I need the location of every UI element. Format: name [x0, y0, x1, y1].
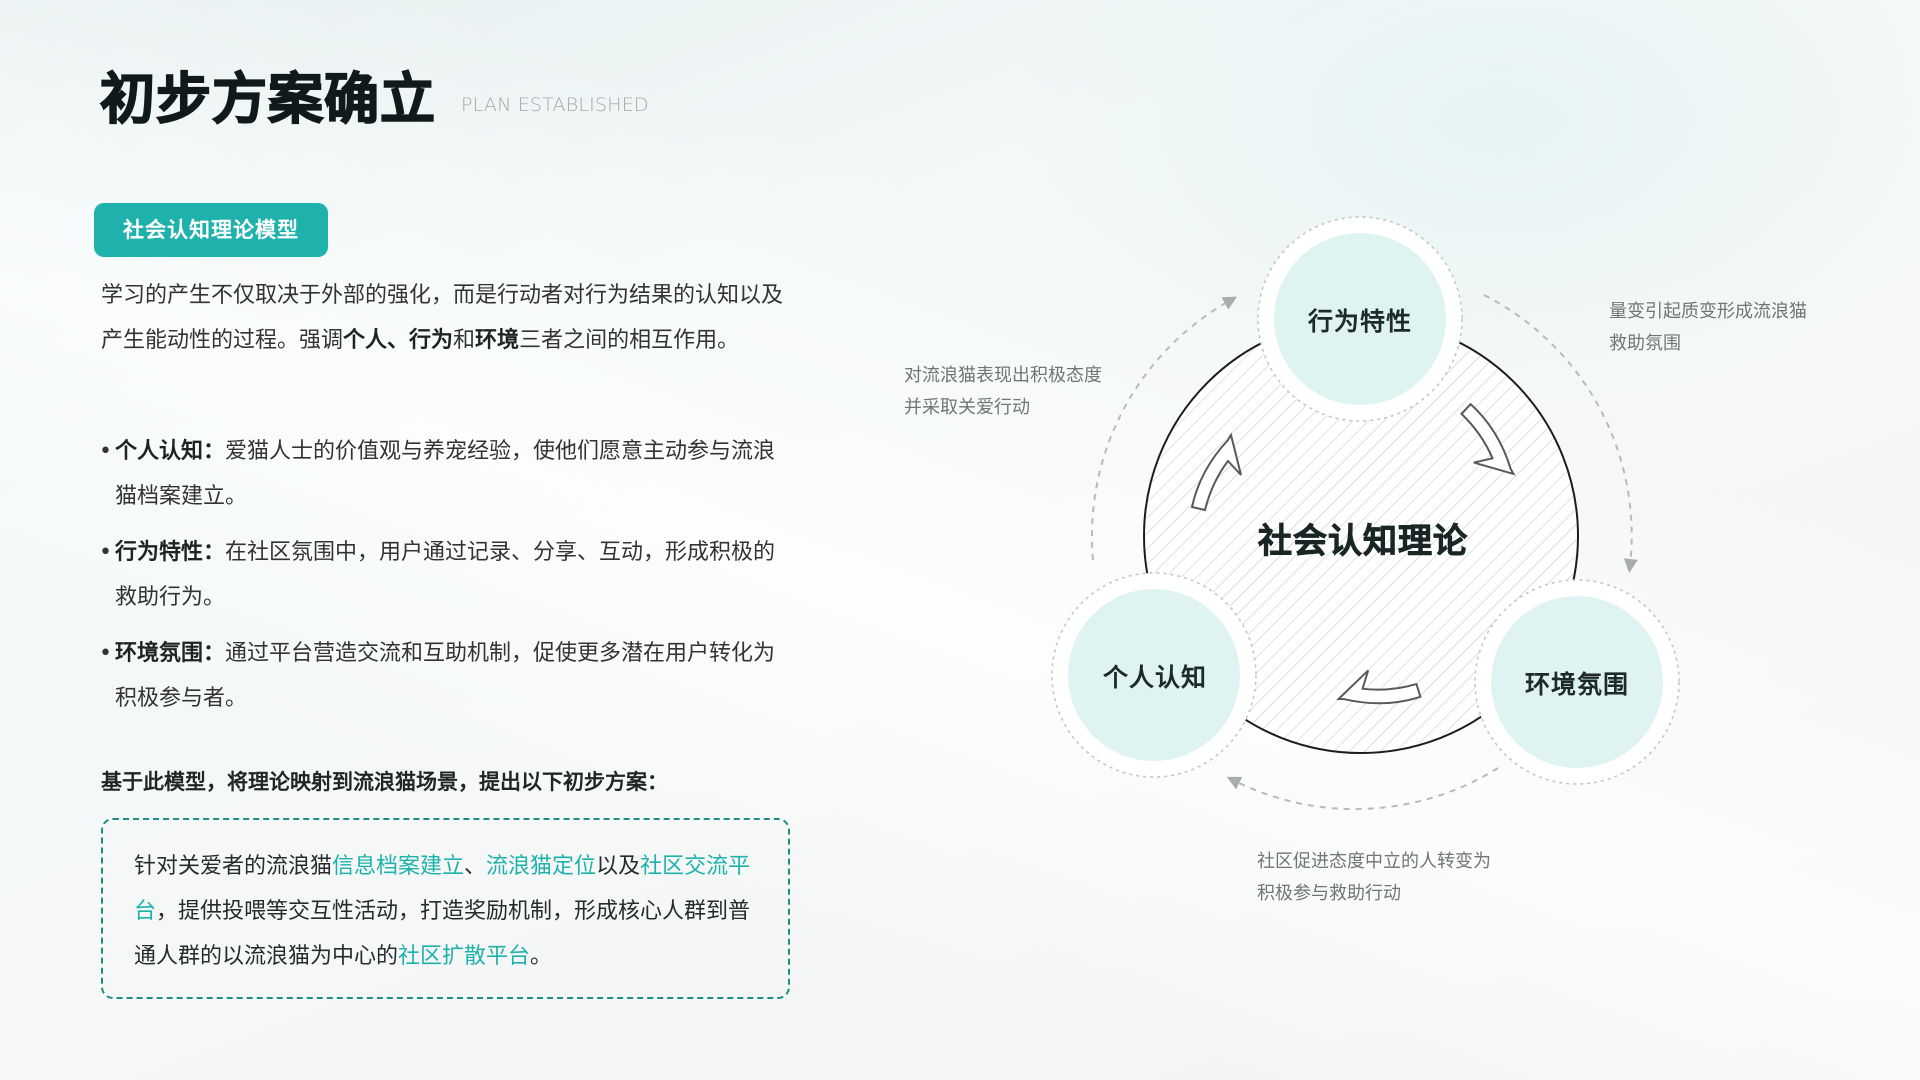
- arc-arrow-left: [1090, 296, 1238, 561]
- intro-seg: 三者之间的相互作用。: [519, 328, 740, 353]
- bullet-dot: •: [99, 641, 112, 666]
- node-left: [1051, 572, 1257, 778]
- bullet-item-behavior: •行为特性：在社区氛围中，用户通过记录、分享、互动，形成积极的救助行为。: [97, 530, 797, 620]
- curved-arrow-icon: [1336, 669, 1422, 705]
- plan-highlight: 流浪猫定位: [486, 854, 597, 879]
- curved-arrow-icon: [1460, 402, 1516, 476]
- bullet-dot: •: [99, 439, 112, 464]
- intro-bold-environment: 环境: [475, 328, 520, 353]
- plan-seg: 以及: [596, 854, 641, 879]
- arc-arrow-bottom: [1226, 767, 1499, 811]
- plan-seg: 、: [464, 854, 487, 879]
- bullet-list: •个人认知：爱猫人士的价值观与养宠经验，使他们愿意主动参与流浪猫档案建立。 •行…: [97, 429, 797, 732]
- note-left: 对流浪猫表现出积极态度并采取关爱行动: [904, 365, 1102, 418]
- node-top: [1257, 216, 1463, 422]
- outer-cycle-arrows: [1090, 294, 1638, 811]
- bullet-text: 在社区氛围中，用户通过记录、分享、互动，形成积极的救助行为。: [115, 540, 776, 610]
- bullet-item-personal: •个人认知：爱猫人士的价值观与养宠经验，使他们愿意主动参与流浪猫档案建立。: [97, 429, 797, 519]
- plan-seg: ，提供投喂等交互性活动，打造奖励机制，形成核心人群到普通人群的以流浪猫为中心的: [134, 899, 751, 969]
- intro-seg: 和: [453, 328, 476, 353]
- intro-seg: 学习的产生不仅取决于外部的强化，而是行动者对行为结果的认知以及产生能动性的过程。…: [101, 283, 784, 353]
- bullet-term: 个人认知：: [115, 439, 226, 464]
- center-label: 社会认知理论: [1258, 521, 1468, 562]
- curved-arrow-icon: [1190, 432, 1242, 512]
- intro-paragraph: 学习的产生不仅取决于外部的强化，而是行动者对行为结果的认知以及产生能动性的过程。…: [101, 273, 801, 363]
- plan-box: 针对关爱者的流浪猫信息档案建立、流浪猫定位以及社区交流平台，提供投喂等交互性活动…: [101, 818, 790, 999]
- plan-highlight: 社区交流平台: [134, 854, 751, 924]
- node-label-personal: 个人认知: [1102, 663, 1208, 692]
- page-title: 初步方案确立: [99, 66, 437, 132]
- bullet-text: 通过平台营造交流和互助机制，促使更多潜在用户转化为积极参与者。: [115, 641, 776, 711]
- bullet-term: 行为特性：: [115, 540, 226, 565]
- note-right: 量变引起质变形成流浪猫救助氛围: [1609, 301, 1807, 354]
- plan-seg: 。: [530, 944, 553, 969]
- arc-arrow-right: [1483, 294, 1638, 573]
- plan-highlight: 社区扩散平台: [398, 944, 531, 969]
- model-tag: 社会认知理论模型: [94, 203, 328, 257]
- plan-text: 针对关爱者的流浪猫信息档案建立、流浪猫定位以及社区交流平台，提供投喂等交互性活动…: [134, 844, 764, 979]
- intro-bold-person-behavior: 个人、行为: [343, 328, 454, 353]
- page-subtitle: PLAN ESTABLISHED: [461, 94, 649, 116]
- node-right: [1474, 579, 1680, 785]
- bullet-dot: •: [99, 540, 112, 565]
- node-label-environment: 环境氛围: [1524, 670, 1630, 699]
- node-label-behavior: 行为特性: [1307, 307, 1413, 336]
- plan-seg: 针对关爱者的流浪猫: [134, 854, 333, 879]
- bullet-term: 环境氛围：: [115, 641, 226, 666]
- note-bottom: 社区促进态度中立的人转变为积极参与救助行动: [1257, 851, 1491, 904]
- lead-sentence: 基于此模型，将理论映射到流浪猫场景，提出以下初步方案：: [101, 770, 668, 794]
- bullet-item-environment: •环境氛围：通过平台营造交流和互助机制，促使更多潜在用户转化为积极参与者。: [97, 631, 797, 721]
- plan-highlight: 信息档案建立: [332, 854, 465, 879]
- bullet-text: 爱猫人士的价值观与养宠经验，使他们愿意主动参与流浪猫档案建立。: [115, 439, 776, 509]
- inner-cycle-arrows: [1190, 402, 1516, 705]
